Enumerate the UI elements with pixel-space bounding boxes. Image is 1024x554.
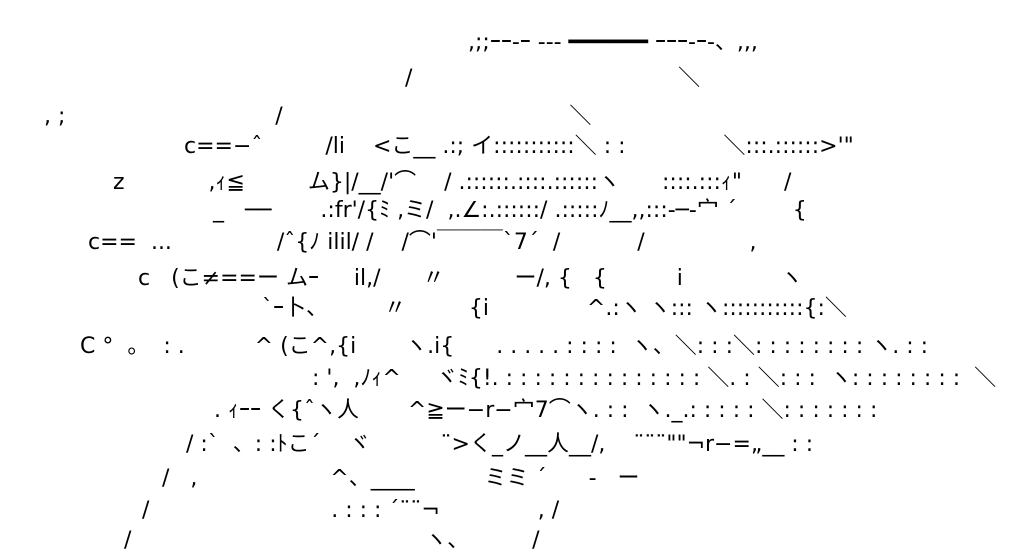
art-line-12: . ｨｰｰ く{ˆヽ人 ^≧ー−r−宀7⌒ヽ. : : ヽ._.: : : : … bbox=[214, 398, 878, 423]
art-line-3: , ; / ＼ bbox=[44, 104, 592, 129]
art-line-8: c (こ≠==ー ムｰ il,/ 〃 ー/, { { i ヽ bbox=[138, 266, 803, 291]
art-line-4: c==−ˆ /li <こ__ .:; イ:::::::::::＼ : : ＼::… bbox=[184, 134, 854, 159]
art-line-11: : ', ,ﾉｨ^ ヾﾐ{!. : : : : : : : : : : : : … bbox=[312, 366, 997, 391]
art-line-1: ,;;ｰｰ-ｰ ‐‐‐ ━━━━━━ ｰｰｰ-ｰ-、,,, bbox=[468, 30, 758, 55]
art-line-7: c== ... /ˆ{ﾉ ilil/ / /⌒'￣￣￣`7´ / / , bbox=[88, 230, 757, 255]
art-line-15: / . : : : ´¨¨¬ , / bbox=[142, 498, 560, 523]
art-line-2: / ＼ bbox=[405, 66, 701, 91]
art-line-5: z ,ｨ≦ ム}|/__/'⌒ / .::::::.::::.::::::ヽ :… bbox=[113, 170, 792, 195]
art-line-13: / :` 、: :ﾄこ´ ヾ ¨>く_ノ__人__/, ¨¨¨""¬r−=„__… bbox=[186, 432, 814, 457]
art-line-10: C ° 。 : . ^ (こ^,{i ヽ.i{ . . . . . : : : … bbox=[80, 334, 929, 359]
art-line-14: / , ^、____ ミミ ´ - ー bbox=[162, 466, 640, 491]
art-line-16: / ヽ、 / bbox=[124, 528, 540, 553]
art-line-9: `ｰ卜、 〃 {i ^.:ヽ ヽ::: ヽ:::::::::::{:＼ bbox=[262, 296, 847, 321]
art-line-6: _ ── .:fr'/{ﾐ ,ミ/ ,.∠:.::::::/ .:::::ﾉ__… bbox=[213, 198, 807, 223]
